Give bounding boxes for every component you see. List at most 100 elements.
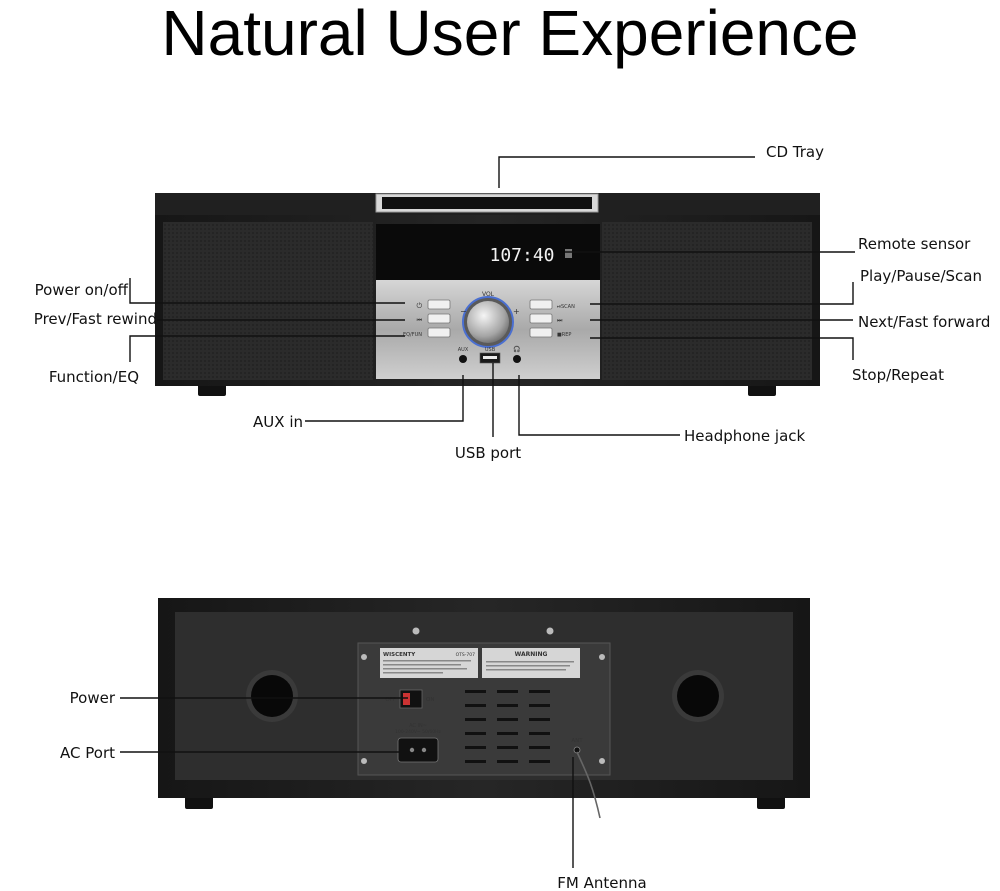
plate-screw [599, 654, 605, 660]
callout-headphone-jack: Headphone jack [684, 427, 806, 445]
left-button-column: ⏻ ⏮ EQ/FUN [403, 299, 451, 338]
stop-repeat-button[interactable] [529, 327, 553, 338]
bass-port-right-hole [677, 675, 719, 717]
callout-ac-port: AC Port [60, 744, 115, 762]
plate-screw [361, 654, 367, 660]
plate-screw [361, 758, 367, 764]
antenna-wire [576, 751, 601, 819]
vent-slot [465, 704, 486, 707]
rating-text-line [383, 672, 443, 674]
rear-foot-right [757, 795, 785, 809]
vent-slot [529, 746, 550, 749]
rating-text-line [383, 668, 467, 670]
volume-minus-mark: − [460, 307, 467, 316]
callout-power: Power [70, 689, 116, 707]
power-icon: ⏻ [416, 302, 422, 310]
next-button[interactable] [529, 313, 553, 324]
headphone-jack[interactable] [513, 355, 521, 363]
warning-text-line [486, 669, 566, 671]
rear-leader-lines [120, 697, 574, 868]
warning-label [482, 648, 580, 678]
vent-slot [529, 690, 550, 693]
leader-aux-in [305, 375, 464, 422]
vent-slot [529, 718, 550, 721]
ac-inlet-pin [421, 747, 427, 753]
vent-slot [465, 746, 486, 749]
headphone-icon: 🎧 [513, 345, 520, 353]
display-time: 107:40 [489, 245, 554, 266]
vent-slot [529, 760, 550, 763]
warning-text-line [486, 661, 574, 663]
vent-slot [529, 732, 550, 735]
vent-slot [497, 732, 518, 735]
switch-on-label: ON [426, 697, 434, 703]
rating-model: OTS-707 [456, 652, 475, 658]
power-button[interactable] [427, 299, 451, 310]
vent-grid [465, 690, 550, 763]
vent-slot [497, 746, 518, 749]
play-pause-mark: ⏯SCAN [557, 304, 575, 310]
front-foot-left [198, 384, 226, 396]
screw [412, 627, 420, 635]
callout-function-eq: Function/EQ [49, 368, 139, 386]
ac-rating-label: 100-240V~ 50/60Hz [395, 729, 441, 735]
callout-play-pause-scan: Play/Pause/Scan [860, 267, 982, 285]
vent-slot [465, 760, 486, 763]
rear-callouts: Power AC Port FM Antenna [60, 689, 647, 891]
front-grille-right [602, 222, 812, 380]
next-icon: ⏭ [557, 317, 563, 324]
volume-label: VOL [482, 291, 495, 298]
ac-inlet[interactable] [397, 737, 439, 763]
leader-play-pause [590, 282, 854, 305]
function-eq-mark: EQ/FUN [403, 332, 422, 338]
vent-slot [497, 718, 518, 721]
volume-knob[interactable] [467, 301, 509, 343]
vent-slot [465, 732, 486, 735]
ac-in-label: AC IN~ [409, 723, 427, 729]
vent-slot [497, 760, 518, 763]
vent-slot [497, 704, 518, 707]
switch-off-label: OFF [385, 697, 396, 703]
vent-slot [529, 704, 550, 707]
antenna-label: ANT [571, 738, 583, 744]
prev-button[interactable] [427, 313, 451, 324]
ac-inlet-pin [409, 747, 415, 753]
vent-slot [465, 718, 486, 721]
front-callouts: CD Tray Remote sensor Power on/off Prev/… [34, 143, 991, 462]
screw [546, 627, 554, 635]
display-panel [376, 224, 600, 280]
aux-label: AUX [458, 347, 469, 353]
leader-cd-tray [498, 156, 755, 188]
right-button-column: ⏯SCAN ⏭ ■REP [529, 299, 575, 338]
callout-power-onoff: Power on/off [35, 281, 129, 299]
usb-label: USB [485, 347, 496, 353]
bass-port-left-hole [251, 675, 293, 717]
front-leader-lines [129, 156, 855, 437]
leader-power-onoff [129, 278, 405, 304]
power-switch-rocker [403, 693, 410, 705]
front-unit: 107:40 VOL − + ⏻ ⏮ EQ/FUN ⏯SCAN ⏭ ■REP [155, 193, 820, 396]
rating-brand: WISCENTY [383, 652, 416, 658]
front-foot-right [748, 384, 776, 396]
front-grille-left [163, 222, 373, 380]
cd-tray-window [382, 197, 592, 209]
callout-remote-sensor: Remote sensor [858, 235, 971, 253]
leader-stop-repeat [590, 337, 854, 360]
rating-text-line [383, 660, 471, 662]
plate-screw [599, 758, 605, 764]
callout-prev-rewind: Prev/Fast rewind [34, 310, 157, 328]
function-eq-button[interactable] [427, 327, 451, 338]
stop-repeat-mark: ■REP [557, 332, 571, 338]
callout-aux-in: AUX in [253, 413, 303, 431]
aux-jack[interactable] [459, 355, 467, 363]
callout-usb-port: USB port [455, 444, 521, 462]
rating-text-line [383, 664, 461, 666]
page-title: Natural User Experience [161, 0, 858, 69]
play-pause-button[interactable] [529, 299, 553, 310]
rear-unit: WISCENTY OTS-707 WARNING OFF ON AC IN~ 1… [158, 598, 810, 819]
vent-slot [465, 690, 486, 693]
leader-headphone-jack [518, 375, 680, 436]
callout-fm-antenna: FM Antenna [557, 874, 646, 891]
leader-function-eq [129, 335, 405, 362]
